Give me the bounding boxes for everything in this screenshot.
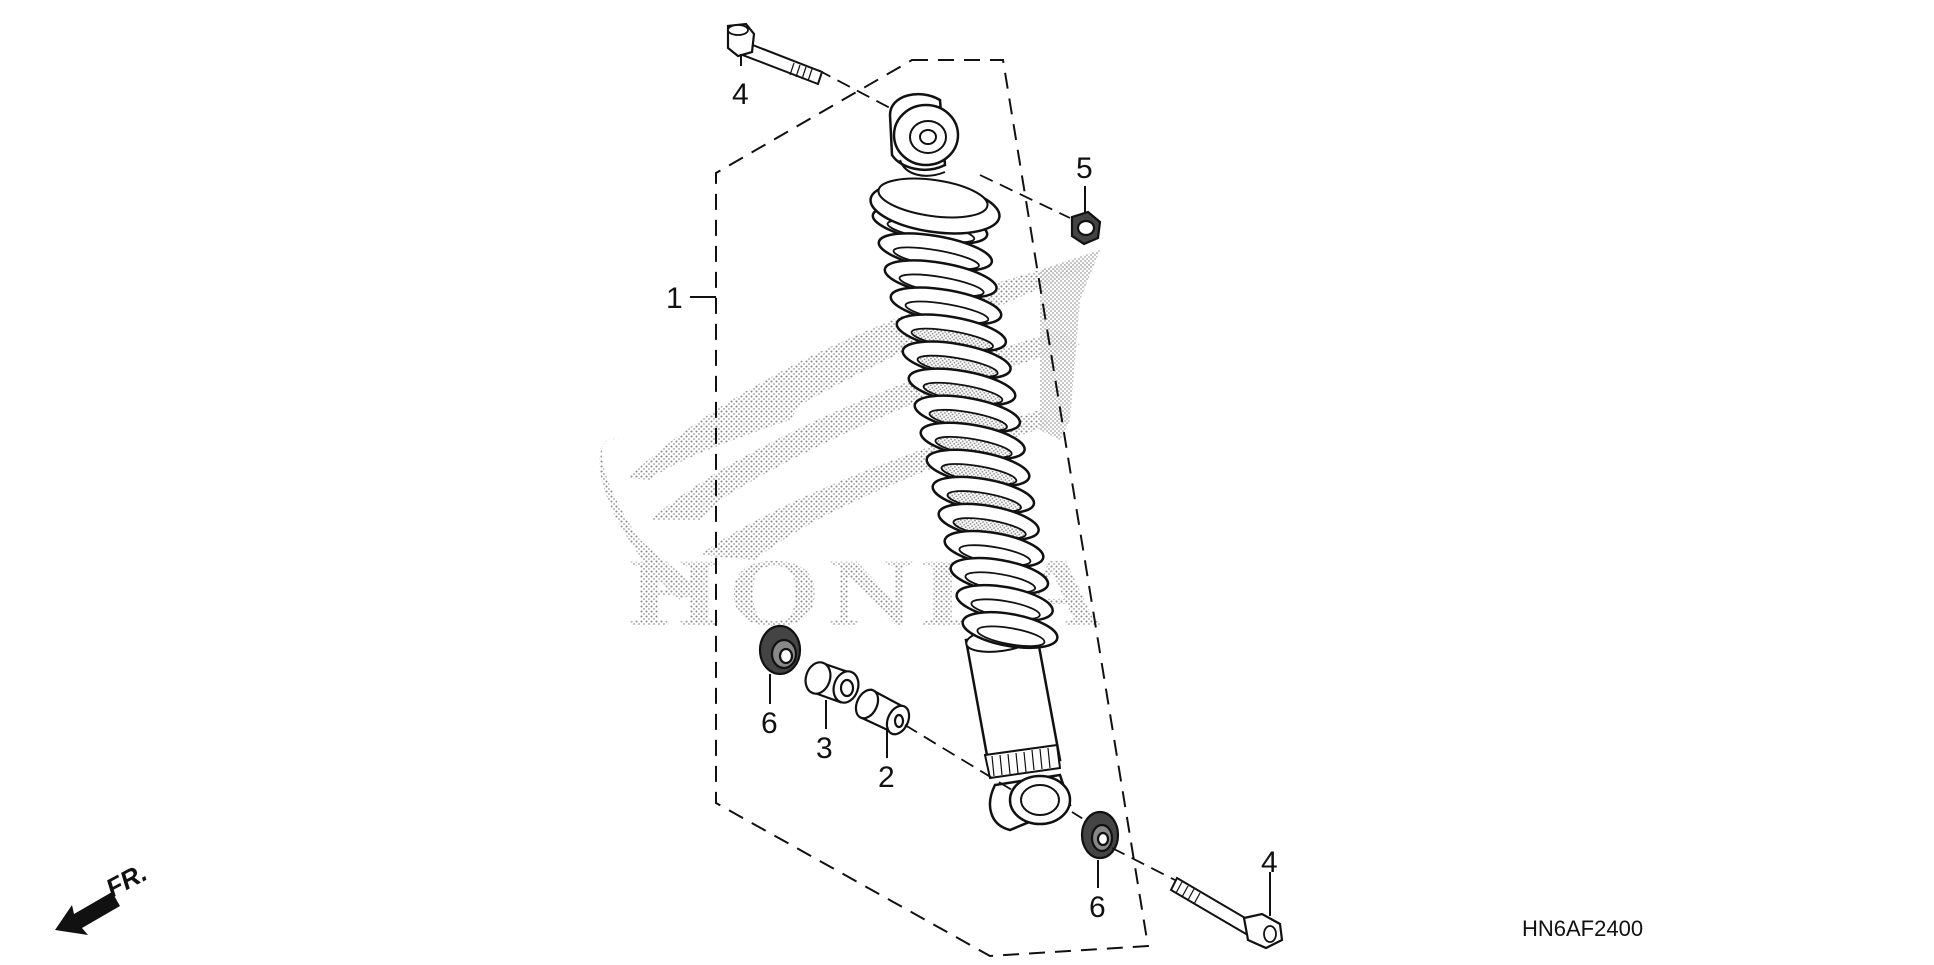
collar-part-3 — [804, 661, 860, 704]
top-bolt — [726, 22, 891, 109]
front-direction-arrow-icon: FR. — [55, 857, 152, 935]
nut-part-5 — [979, 174, 1102, 246]
callout-labels: 1 2 3 4 4 5 6 6 — [666, 78, 1278, 924]
collar-part-2 — [854, 688, 1013, 791]
callout-3: 3 — [816, 732, 833, 765]
washer-part-6-right — [1071, 810, 1120, 860]
callout-4-top: 4 — [732, 78, 749, 111]
diagram-code: HN6AF2400 — [1522, 916, 1643, 941]
spring-coil-inner — [976, 625, 1046, 648]
shock-absorber-assembly — [869, 92, 1072, 832]
callout-2: 2 — [878, 761, 895, 794]
callout-6-left: 6 — [761, 707, 778, 740]
washer-part-6-left — [758, 624, 802, 676]
callout-5: 5 — [1076, 152, 1093, 185]
assembly-outline — [715, 59, 1150, 958]
leader-lines — [690, 54, 1271, 916]
callout-6-right: 6 — [1089, 891, 1106, 924]
bottom-bolt — [1111, 847, 1284, 950]
callout-4-bottom: 4 — [1261, 846, 1278, 879]
callout-1: 1 — [666, 282, 683, 315]
